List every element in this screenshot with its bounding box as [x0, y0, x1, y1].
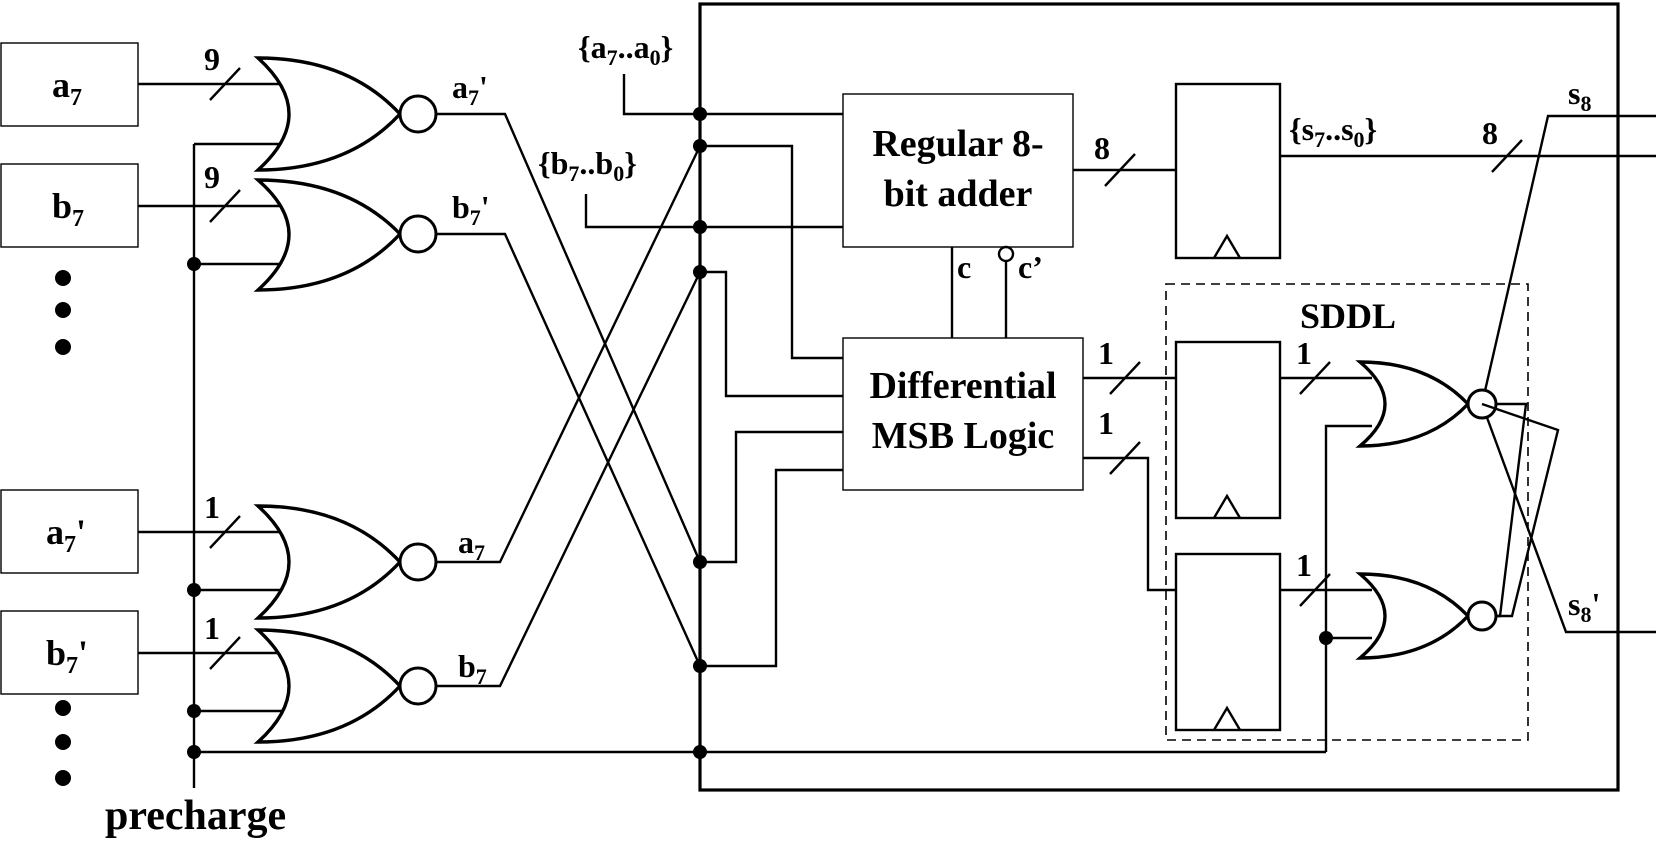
b7-signal: b7 [458, 648, 487, 689]
differential-msb-logic: Differential MSB Logic [842, 337, 1084, 491]
svg-text:1: 1 [204, 610, 220, 646]
svg-text:b7: b7 [52, 186, 84, 232]
outer-block [698, 2, 1620, 792]
svg-text:9: 9 [204, 159, 220, 195]
svg-text:a7: a7 [52, 65, 82, 111]
carry-n-label: c’ [1018, 249, 1043, 285]
svg-text:8: 8 [1482, 115, 1498, 151]
svg-text:b7': b7' [46, 633, 88, 679]
ellipsis-top [55, 270, 71, 355]
nor-gate-a7 [253, 56, 438, 172]
svg-text:Regular 8-: Regular 8- [872, 123, 1043, 165]
precharge-label: precharge [105, 793, 286, 839]
svg-text:9: 9 [204, 41, 220, 77]
s8-label: s8 [1568, 75, 1591, 116]
carry-label: c [957, 249, 971, 285]
svg-text:bit adder: bit adder [884, 173, 1033, 215]
sum-register [1174, 82, 1282, 260]
svg-text:1: 1 [1098, 335, 1114, 371]
b7-prime-signal: b7' [452, 189, 490, 230]
svg-text:1: 1 [1098, 405, 1114, 441]
ellipsis-bottom [55, 700, 71, 786]
sddl-region [1165, 283, 1529, 741]
svg-text:MSB Logic: MSB Logic [872, 415, 1055, 457]
b-bus-label: {b7..b0} [538, 145, 637, 186]
svg-text:1: 1 [1296, 335, 1312, 371]
a7-signal: a7 [458, 524, 485, 565]
svg-text:1: 1 [204, 489, 220, 525]
nor-gate-b7-prime [253, 628, 438, 744]
s-bus-label: {s7..s0} [1289, 111, 1377, 152]
svg-text:8: 8 [1094, 130, 1110, 166]
sddl-flip-flop-2 [1174, 552, 1282, 732]
nor-gate-a7-prime [253, 504, 438, 620]
input-b7-prime: b7' [0, 610, 139, 695]
s8-prime-label: s8' [1568, 586, 1600, 627]
svg-text:Differential: Differential [869, 365, 1056, 407]
input-a7: a7 [0, 42, 139, 127]
sddl-label: SDDL [1300, 296, 1396, 336]
svg-text:1: 1 [1296, 547, 1312, 583]
regular-8-bit-adder: Regular 8- bit adder [842, 93, 1074, 248]
sddl-nor-gate-top [1355, 360, 1498, 448]
input-b7: b7 [0, 163, 139, 248]
svg-text:a7': a7' [46, 512, 86, 558]
sddl-nor-gate-bottom [1355, 572, 1498, 660]
a-bus-label: {a7..a0} [578, 29, 673, 70]
input-a7-prime: a7' [0, 489, 139, 574]
a7-prime-signal: a7' [452, 69, 488, 110]
nor-gate-b7 [253, 178, 438, 292]
sddl-flip-flop-1 [1174, 340, 1282, 520]
